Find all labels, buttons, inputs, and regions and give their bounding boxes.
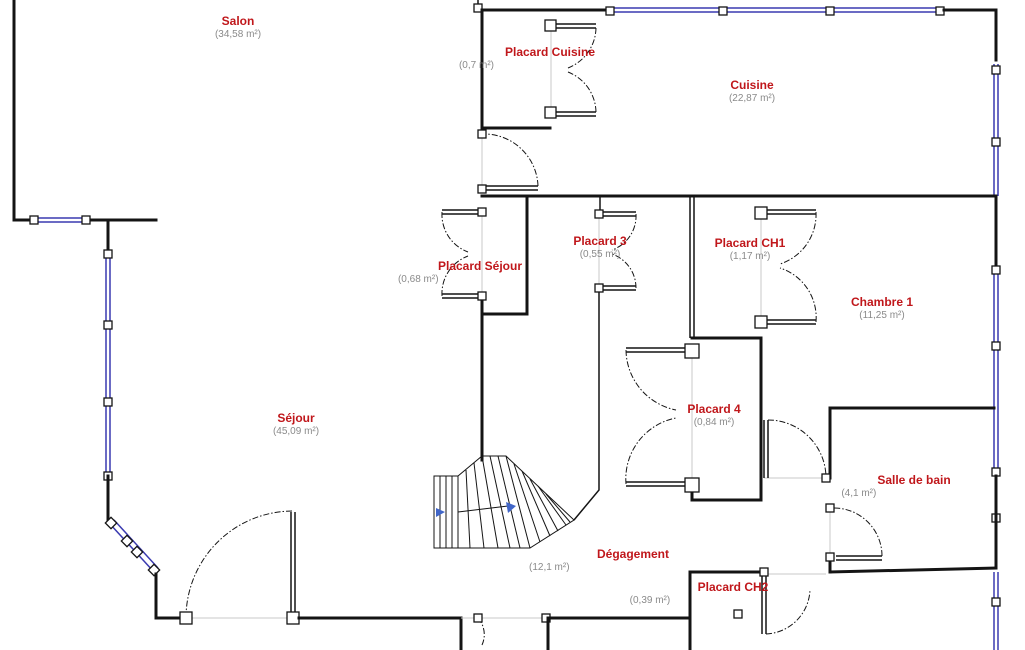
window-node: [29, 215, 39, 225]
room-sejour: Séjour (45,09 m²): [273, 411, 319, 439]
staircase: [433, 455, 575, 549]
room-name: Salle de bain: [877, 473, 951, 487]
placard-3-walls: [573, 196, 637, 521]
room-area: (22,87 m²): [728, 93, 776, 104]
room-name: Placard Séjour: [437, 259, 523, 273]
room-area: (12,1 m²): [528, 562, 570, 573]
room-chambre-1: Chambre 1 (11,25 m²): [851, 295, 913, 323]
room-name: Salon: [221, 14, 255, 28]
room-salle-de-bain: Salle de bain (4,1 m²): [841, 473, 951, 501]
room-placard-ch2: Placard CH2 (0,39 m²): [630, 580, 769, 608]
room-degagement: Dégagement (12,1 m²): [529, 547, 670, 575]
room-area: (34,58 m²): [214, 29, 262, 40]
room-area: (4,1 m²): [841, 488, 877, 499]
salon-walls: [12, 0, 158, 225]
room-placard-4: Placard 4 (0,84 m²): [687, 402, 740, 430]
room-name: Placard Cuisine: [504, 45, 596, 59]
sejour-left-wall: [103, 218, 188, 620]
room-name: Placard CH1: [714, 236, 786, 250]
room-placard-ch1: Placard CH1 (1,17 m²): [715, 236, 786, 264]
room-area: (1,17 m²): [729, 251, 771, 262]
room-area: (0,55 m²): [579, 249, 621, 260]
room-name: Séjour: [277, 411, 315, 425]
placard-ch2-walls: [688, 567, 832, 635]
room-placard-3: Placard 3 (0,55 m²): [573, 234, 626, 262]
salle-de-bain-walls: [763, 406, 1001, 650]
room-name: Chambre 1: [850, 295, 914, 309]
window-node: [81, 215, 91, 225]
room-name: Dégagement: [596, 547, 670, 561]
room-salon: Salon (34,58 m²): [215, 14, 261, 42]
room-area: (0,84 m²): [693, 417, 735, 428]
room-cuisine: Cuisine (22,87 m²): [729, 78, 775, 106]
room-placard-sejour: Placard Séjour (0,68 m²): [398, 259, 523, 287]
room-name: Placard 3: [573, 234, 627, 248]
entry-door: [179, 510, 300, 625]
chambre-1-walls: [625, 194, 1001, 502]
room-area: (0,7 m²): [458, 60, 494, 71]
room-placard-cuisine: Placard Cuisine (0,7 m²): [459, 45, 596, 73]
kitchen-walls: [473, 0, 1001, 198]
placard-sejour-walls: [441, 194, 529, 462]
room-name: Placard 4: [687, 402, 741, 416]
room-name: Placard CH2: [697, 580, 769, 594]
south-wall: [297, 616, 463, 650]
room-name: Cuisine: [730, 78, 774, 92]
room-area: (0,68 m²): [397, 274, 439, 285]
room-area: (0,39 m²): [629, 595, 671, 606]
room-area: (11,25 m²): [859, 310, 905, 321]
room-area: (45,09 m²): [272, 426, 320, 437]
